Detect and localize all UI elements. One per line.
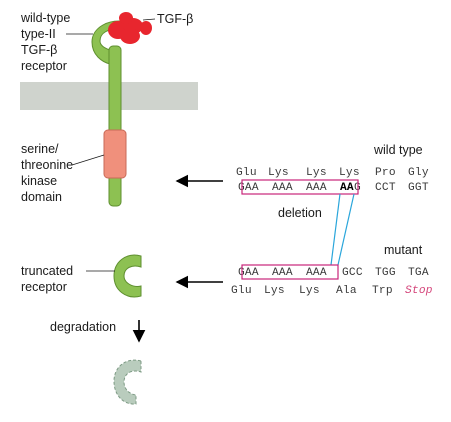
- tgf-beta-ligand: [108, 12, 152, 44]
- kinase-label-line-4: domain: [21, 190, 62, 204]
- ligand-label: TGF-β: [157, 12, 193, 26]
- deletion-line-2: [337, 193, 355, 266]
- wild-type-amino-acids: Glu Lys Lys Lys Pro Gly: [236, 167, 429, 179]
- wt-deleted-bases: AA: [340, 182, 354, 194]
- mut-codon-1: GAA: [238, 267, 259, 279]
- kinase-label-line-2: threonine: [21, 158, 73, 172]
- mutant-highlight-box: [241, 264, 339, 280]
- mut-codon-4: GCC: [342, 267, 363, 279]
- wt-aa-4: Lys: [339, 167, 360, 179]
- degradation-label: degradation: [50, 320, 116, 334]
- truncated-label-line-2: receptor: [21, 280, 67, 294]
- wt-codon-3: AAA: [306, 182, 327, 194]
- truncated-receptor: [113, 254, 142, 298]
- mut-codon-2: AAA: [272, 267, 293, 279]
- wt-codon-6: GGT: [408, 182, 429, 194]
- truncated-label-line-1: truncated: [21, 264, 73, 278]
- wild-type-label: wild type: [373, 143, 423, 157]
- receptor-label-line-4: receptor: [21, 59, 67, 73]
- mut-aa-2: Lys: [264, 285, 285, 297]
- kinase-domain-box: [103, 129, 127, 179]
- mutant-label: mutant: [384, 243, 423, 257]
- mut-codon-6: TGA: [408, 267, 429, 279]
- wt-codon-5: CCT: [375, 182, 396, 194]
- kinase-label-leader: [71, 154, 105, 166]
- wt-codon-1: GAA: [238, 182, 259, 194]
- mut-aa-stop: Stop: [405, 285, 433, 297]
- mutant-amino-acids: Glu Lys Lys Ala Trp Stop: [231, 285, 433, 297]
- wild-type-receptor: [91, 20, 130, 207]
- receptor-label-line-1: wild-type: [20, 11, 70, 25]
- mut-codon-3: AAA: [306, 267, 327, 279]
- wild-type-codons: GAA AAA AAA AA G CCT GGT: [238, 182, 429, 194]
- wild-type-highlight-box: [241, 179, 359, 195]
- kinase-label-line-3: kinase: [21, 174, 57, 188]
- mut-aa-4: Ala: [336, 285, 357, 297]
- mut-aa-3: Lys: [299, 285, 320, 297]
- receptor-label-line-2: type-II: [21, 27, 56, 41]
- mut-aa-1: Glu: [231, 285, 252, 297]
- mut-codon-5: TGG: [375, 267, 396, 279]
- deletion-label: deletion: [278, 206, 322, 220]
- wt-codon-4-remainder: G: [354, 182, 361, 194]
- deletion-line-1: [330, 193, 341, 266]
- wt-codon-2: AAA: [272, 182, 293, 194]
- truncated-receptor-shape: [113, 254, 142, 298]
- mutant-codons: GAA AAA AAA GCC TGG TGA: [238, 267, 429, 279]
- mut-aa-5: Trp: [372, 285, 393, 297]
- degraded-receptor: [113, 359, 142, 405]
- wt-aa-2: Lys: [268, 167, 289, 179]
- wt-aa-5: Pro: [375, 167, 396, 179]
- degraded-receptor-shape: [113, 359, 142, 405]
- kinase-label-line-1: serine/: [21, 142, 59, 156]
- receptor-stalk: [108, 45, 122, 207]
- receptor-label-line-3: TGF-β: [21, 43, 57, 57]
- ligand-label-leader: [142, 18, 156, 21]
- wt-aa-1: Glu: [236, 167, 257, 179]
- wt-aa-3: Lys: [306, 167, 327, 179]
- wt-aa-6: Gly: [408, 167, 429, 179]
